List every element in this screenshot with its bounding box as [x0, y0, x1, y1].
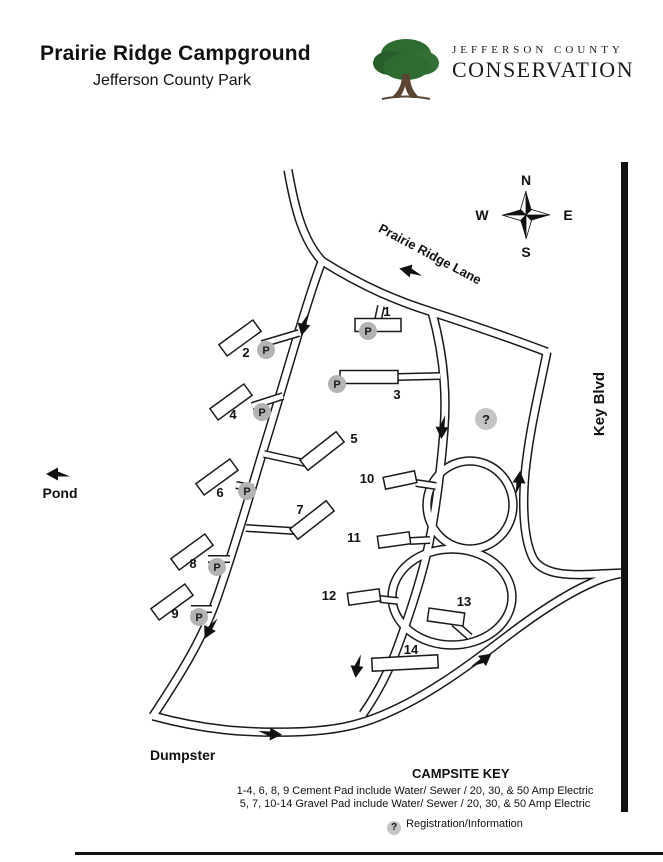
site-13-number: 13: [457, 594, 471, 609]
parking-marker-site-2: P: [257, 341, 275, 359]
registration-legend-row: ? Registration/Information: [230, 814, 663, 835]
site-11-number: 11: [347, 530, 361, 545]
site-14-pad: [370, 653, 440, 673]
information-icon: ?: [482, 412, 490, 427]
campsite-key-title: CAMPSITE KEY: [412, 766, 510, 781]
site-13-pad: [426, 607, 466, 627]
legend-gravel-pad-line: 5, 7, 10-14 Gravel Pad include Water/ Se…: [239, 798, 591, 810]
site-12-number: 12: [322, 588, 336, 603]
site-4-number: 4: [229, 407, 237, 422]
site-5-pad: [298, 430, 346, 472]
site-10-number: 10: [360, 471, 374, 486]
legend-cement-pad-line: 1-4, 6, 8, 9 Cement Pad include Water/ S…: [236, 785, 594, 797]
tree-icon: [373, 39, 439, 100]
site-14-number: 14: [404, 642, 419, 657]
site-6-pad: [194, 457, 240, 497]
site-10-pad: [382, 469, 418, 491]
site-7-pad: [288, 499, 336, 541]
page-subtitle: Jefferson County Park: [92, 72, 251, 89]
site-6-number: 6: [216, 485, 223, 500]
compass-rose: N E S W: [475, 172, 572, 260]
direction-arrow-lane-west: [397, 262, 425, 280]
site-2-number: 2: [242, 345, 249, 360]
parking-icon: P: [243, 486, 250, 498]
main-roads-surface: [153, 170, 624, 732]
parking-marker-site-1: P: [359, 322, 377, 340]
pond-label: Pond: [43, 485, 78, 501]
parking-marker-site-3: P: [328, 375, 346, 393]
parking-marker-site-6: P: [238, 482, 256, 500]
main-roads-outline: [153, 170, 624, 732]
site-9-number: 9: [171, 606, 178, 621]
header: Prairie Ridge Campground Jefferson Count…: [40, 42, 311, 90]
compass-west-label: W: [475, 207, 489, 223]
site-numbers: 1 2 3 4 5 6 7 8 9 10 11 12 13 14: [171, 304, 471, 657]
key-blvd-label: Key Blvd: [591, 372, 608, 436]
site-3-number: 3: [393, 387, 400, 402]
site-pads: [149, 317, 466, 673]
parking-icon: P: [364, 326, 371, 338]
parking-icon: P: [258, 407, 265, 419]
parking-icon: P: [213, 562, 220, 574]
site-2-pad: [217, 318, 263, 358]
site-4-pad: [208, 382, 254, 422]
site-7-number: 7: [296, 502, 303, 517]
site-1-number: 1: [383, 304, 390, 319]
site-12-pad: [346, 587, 382, 607]
logo-org-line1: JEFFERSON COUNTY: [452, 44, 624, 56]
registration-info-marker: ?: [475, 408, 497, 430]
parking-marker-site-4: P: [253, 403, 271, 421]
page-title: Prairie Ridge Campground: [40, 42, 311, 65]
pond-direction-arrow: [46, 467, 70, 481]
site-5-number: 5: [350, 431, 357, 446]
prairie-ridge-lane-label: Prairie Ridge Lane: [376, 221, 484, 288]
site-8-pad: [169, 532, 215, 572]
site-11-pad: [376, 530, 412, 550]
direction-arrow-central-bottom-south: [349, 653, 365, 679]
key-blvd-road: [621, 162, 628, 812]
conservation-logo: JEFFERSON COUNTY CONSERVATION: [364, 30, 634, 106]
parking-icon: P: [262, 345, 269, 357]
compass-south-label: S: [521, 244, 530, 260]
parking-icon: P: [333, 379, 340, 391]
dumpster-label: Dumpster: [150, 747, 216, 763]
site-3-pad: [339, 369, 399, 385]
parking-icon: P: [195, 612, 202, 624]
compass-star-light: [501, 190, 551, 240]
parking-markers: P P P P P P P: [190, 322, 377, 626]
registration-note: Registration/Information: [406, 818, 523, 830]
information-icon: ?: [387, 821, 402, 835]
road-network: [153, 170, 624, 732]
logo-org-line2: CONSERVATION: [452, 57, 635, 82]
site-8-number: 8: [189, 556, 196, 571]
footer-rule: [75, 852, 663, 855]
compass-north-label: N: [521, 172, 531, 188]
site-9-pad: [149, 582, 195, 622]
logo-text: JEFFERSON COUNTY CONSERVATION: [452, 30, 634, 83]
parking-marker-site-9: P: [190, 608, 208, 626]
parking-marker-site-8: P: [208, 558, 226, 576]
compass-east-label: E: [563, 207, 572, 223]
